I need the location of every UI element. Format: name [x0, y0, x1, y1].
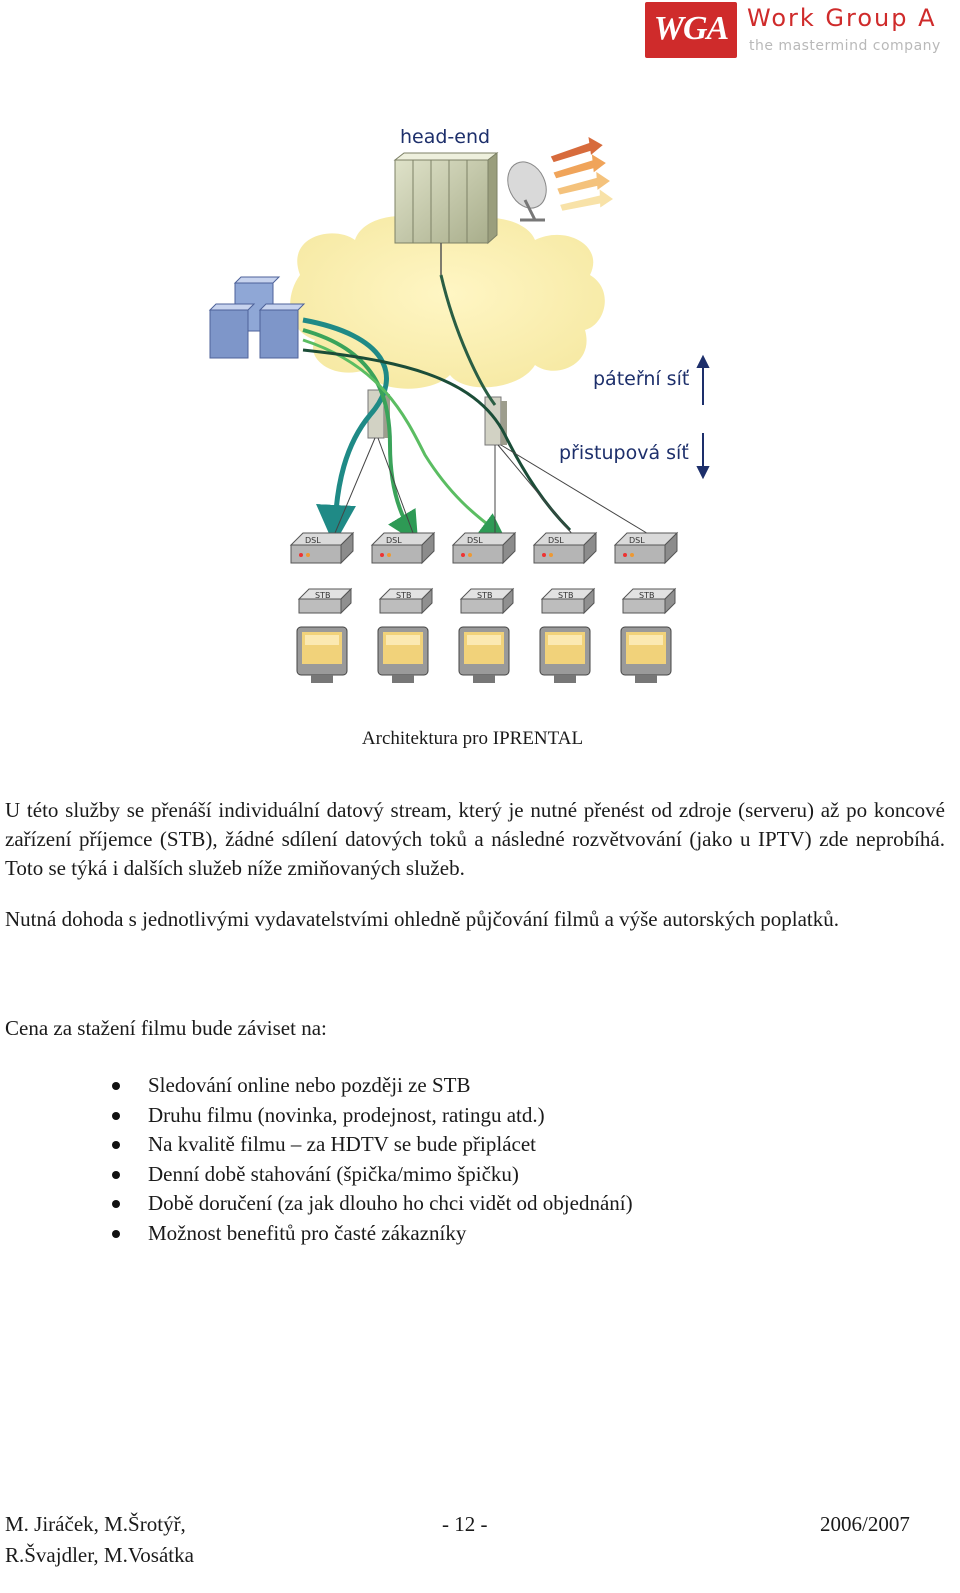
list-item: Na kvalitě filmu – za HDTV se bude připl…	[110, 1130, 633, 1160]
svg-text:DSL: DSL	[548, 536, 564, 545]
stream-teal	[302, 317, 389, 545]
television-icon	[620, 626, 672, 683]
server-cluster-icon	[208, 276, 306, 359]
svg-text:DSL: DSL	[467, 536, 483, 545]
price-factors-list: Sledování online nebo později ze STB Dru…	[110, 1071, 633, 1248]
television-row	[296, 626, 672, 683]
footer-year: 2006/2007	[820, 1512, 910, 1536]
stream-green-2	[302, 338, 505, 538]
svg-text:STB: STB	[558, 591, 573, 600]
svg-text:DSL: DSL	[629, 536, 645, 545]
stream-headend	[439, 274, 497, 406]
dsl-modem: DSL	[370, 531, 436, 565]
set-top-box: STB	[459, 587, 515, 615]
logo-mark: WGA	[645, 2, 737, 58]
svg-text:STB: STB	[639, 591, 654, 600]
paragraph-price-intro: Cena za stažení filmu bude záviset na:	[5, 1016, 327, 1040]
dsl-modem-row: DSL DSL DSL DSL DSL	[289, 531, 679, 565]
svg-text:DSL: DSL	[386, 536, 402, 545]
television-icon	[377, 626, 429, 683]
list-item: Možnost benefitů pro časté zákazníky	[110, 1219, 633, 1249]
list-item: Druhu filmu (novinka, prodejnost, rating…	[110, 1101, 633, 1131]
head-end-label: head-end	[400, 126, 490, 148]
svg-text:STB: STB	[477, 591, 492, 600]
paragraph-publisher-agreement: Nutná dohoda s jednotlivými vydavatelstv…	[5, 907, 840, 931]
distribution-lines	[334, 437, 651, 536]
footer-authors-line2: R.Švajdler, M.Vosátka	[5, 1543, 194, 1567]
television-icon	[458, 626, 510, 683]
set-top-box-row: STB STB STB STB STB	[297, 587, 677, 615]
set-top-box: STB	[378, 587, 434, 615]
stream-green-1	[302, 328, 419, 544]
layer-divider-arrows	[696, 354, 710, 480]
satellite-dish-icon	[507, 161, 547, 222]
svg-text:DSL: DSL	[305, 536, 321, 545]
television-icon	[539, 626, 591, 683]
incoming-signal-arrows	[550, 137, 613, 211]
svg-text:STB: STB	[396, 591, 411, 600]
footer-page-number: - 12 -	[442, 1512, 488, 1536]
svg-text:STB: STB	[315, 591, 330, 600]
access-node-right	[484, 396, 507, 446]
set-top-box: STB	[540, 587, 596, 615]
access-network-label: přistupová síť	[559, 442, 689, 464]
logo-tagline: the mastermind company	[749, 38, 941, 54]
dsl-modem: DSL	[289, 531, 355, 565]
dsl-modem: DSL	[451, 531, 517, 565]
company-logo: WGA Work Group A the mastermind company	[645, 2, 955, 60]
list-item: Době doručení (za jak dlouho ho chci vid…	[110, 1189, 633, 1219]
figure-caption: Architektura pro IPRENTAL	[361, 728, 584, 749]
dsl-modem: DSL	[613, 531, 679, 565]
architecture-diagram: head-end	[208, 126, 710, 683]
stream-dark	[302, 348, 572, 532]
paragraph-stream-description: U této služby se přenáší individuální da…	[5, 798, 945, 880]
television-icon	[296, 626, 348, 683]
logo-company-name: Work Group A	[747, 4, 937, 32]
footer-authors-line1: M. Jiráček, M.Šrotýř,	[5, 1512, 186, 1536]
head-end-rack	[393, 151, 499, 275]
set-top-box: STB	[621, 587, 677, 615]
set-top-box: STB	[297, 587, 353, 615]
backbone-network-label: páteřní síť	[593, 368, 690, 390]
list-item: Denní době stahování (špička/mimo špičku…	[110, 1160, 633, 1190]
dsl-modem: DSL	[532, 531, 598, 565]
list-item: Sledování online nebo později ze STB	[110, 1071, 633, 1101]
